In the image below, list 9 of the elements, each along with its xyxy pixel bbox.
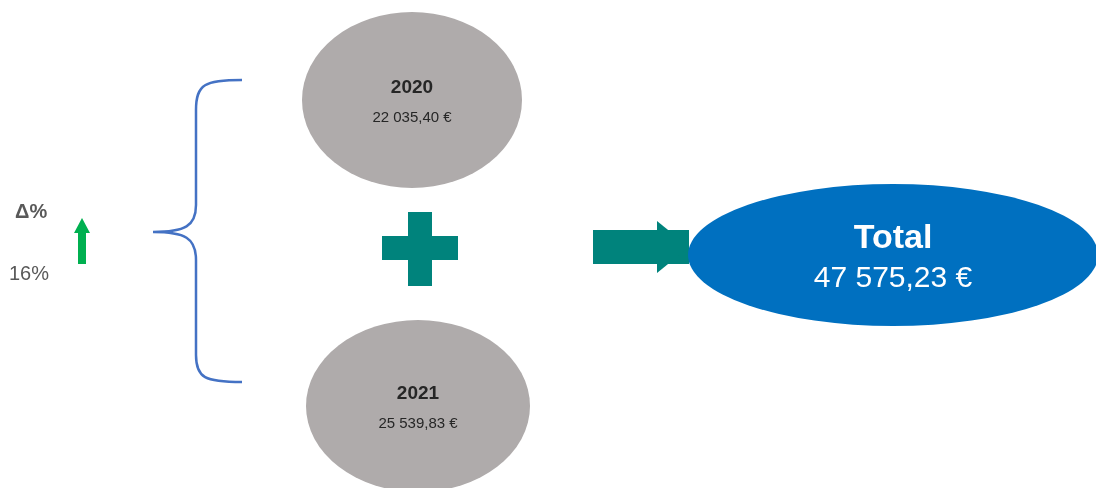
year-label: 2020 xyxy=(390,75,434,98)
amount-label: 47 575,23 € xyxy=(813,259,973,294)
amount-label: 25 539,83 € xyxy=(378,413,458,431)
block-arrow xyxy=(593,221,689,273)
year-label: 2021 xyxy=(396,381,440,404)
total-label: Total xyxy=(853,216,933,256)
amount-label: 22 035,40 € xyxy=(372,107,452,125)
delta-label: Δ% xyxy=(15,200,48,223)
percent-label: 16% xyxy=(9,262,50,285)
